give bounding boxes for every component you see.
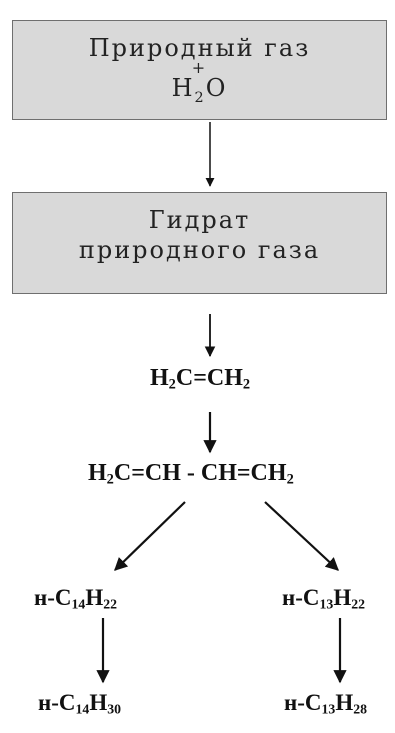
water-formula: H2O bbox=[171, 74, 228, 106]
arrow-butadiene-to-left bbox=[114, 501, 186, 571]
gas-hydrate-label-line1: Гидрат bbox=[148, 206, 251, 234]
left-product-2: н-C14H30 bbox=[38, 690, 122, 717]
natural-gas-label: Природный газ bbox=[88, 34, 311, 62]
natural-gas-box: Природный газ + H2O bbox=[12, 20, 387, 120]
butadiene-formula: H2C=CH - CH=CH2 bbox=[88, 460, 294, 488]
arrow-butadiene-to-right bbox=[264, 501, 339, 571]
left-product-1: н-C14H22 bbox=[34, 585, 118, 612]
plus-sign: + bbox=[191, 58, 208, 77]
right-product-2: н-C13H28 bbox=[284, 690, 368, 717]
right-product-1: н-C13H22 bbox=[282, 585, 366, 612]
gas-hydrate-box: Гидрат природного газа bbox=[12, 192, 387, 294]
gas-hydrate-label-line2: природного газа bbox=[78, 236, 321, 264]
ethylene-formula: H2C=CH2 bbox=[150, 365, 251, 393]
